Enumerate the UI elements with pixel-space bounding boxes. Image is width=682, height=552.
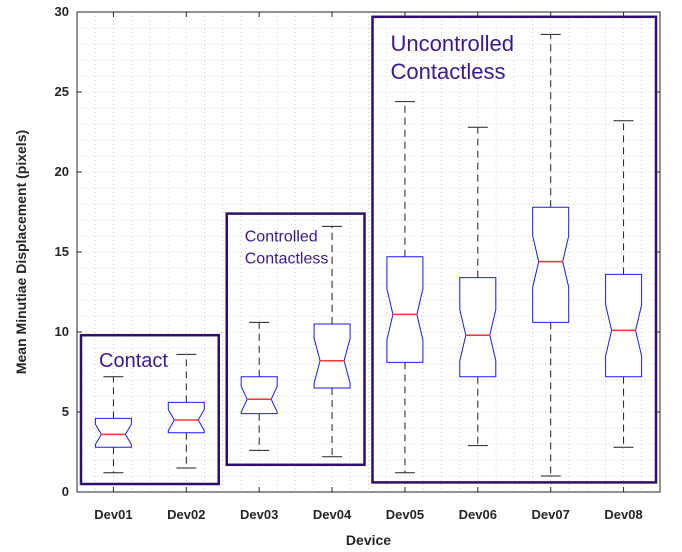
y-tick-label: 10 [55,324,69,339]
box-iqr [313,323,351,389]
grid [77,12,660,492]
y-tick-label: 0 [62,484,69,499]
group-label: Contactless [245,251,329,268]
x-tick-label: Dev08 [604,507,642,522]
box-dev02 [167,353,205,469]
y-tick-label: 5 [62,404,69,419]
box-iqr [532,206,570,323]
group-box [371,15,658,484]
x-axis-label: Device [346,532,391,548]
group-label: Contact [99,350,168,372]
x-tick-label: Dev05 [386,507,424,522]
x-tick-label: Dev03 [240,507,278,522]
box-iqr [459,277,497,378]
box-iqr [240,376,278,415]
box-dev08 [605,120,643,448]
y-tick-label: 20 [55,164,69,179]
box-dev03 [240,321,278,451]
group-boxes: ContactControlledContactlessUncontrolled… [79,15,658,486]
group-label: Contactless [391,59,506,84]
group-box [79,333,220,486]
box-dev01 [94,376,132,474]
y-tick-label: 30 [55,4,69,19]
box-dev04 [313,225,351,458]
group-label: Controlled [245,229,318,246]
x-tick-label: Dev06 [459,507,497,522]
box-iqr [167,401,205,434]
box-dev06 [459,126,497,447]
x-tick-label: Dev01 [94,507,132,522]
y-axis-label: Mean Minutiae Displacement (pixels) [13,130,29,374]
x-tick-label: Dev02 [167,507,205,522]
box-dev05 [386,101,424,474]
x-tick-label: Dev07 [532,507,570,522]
box-iqr [605,273,643,378]
box-dev07 [532,33,570,477]
y-tick-label: 15 [55,244,69,259]
group-label: Uncontrolled [391,31,515,56]
y-tick-label: 25 [55,84,69,99]
group-box [225,212,366,467]
x-tick-label: Dev04 [313,507,352,522]
box-series [94,33,643,477]
box-iqr [94,417,132,448]
box-iqr [386,256,424,363]
